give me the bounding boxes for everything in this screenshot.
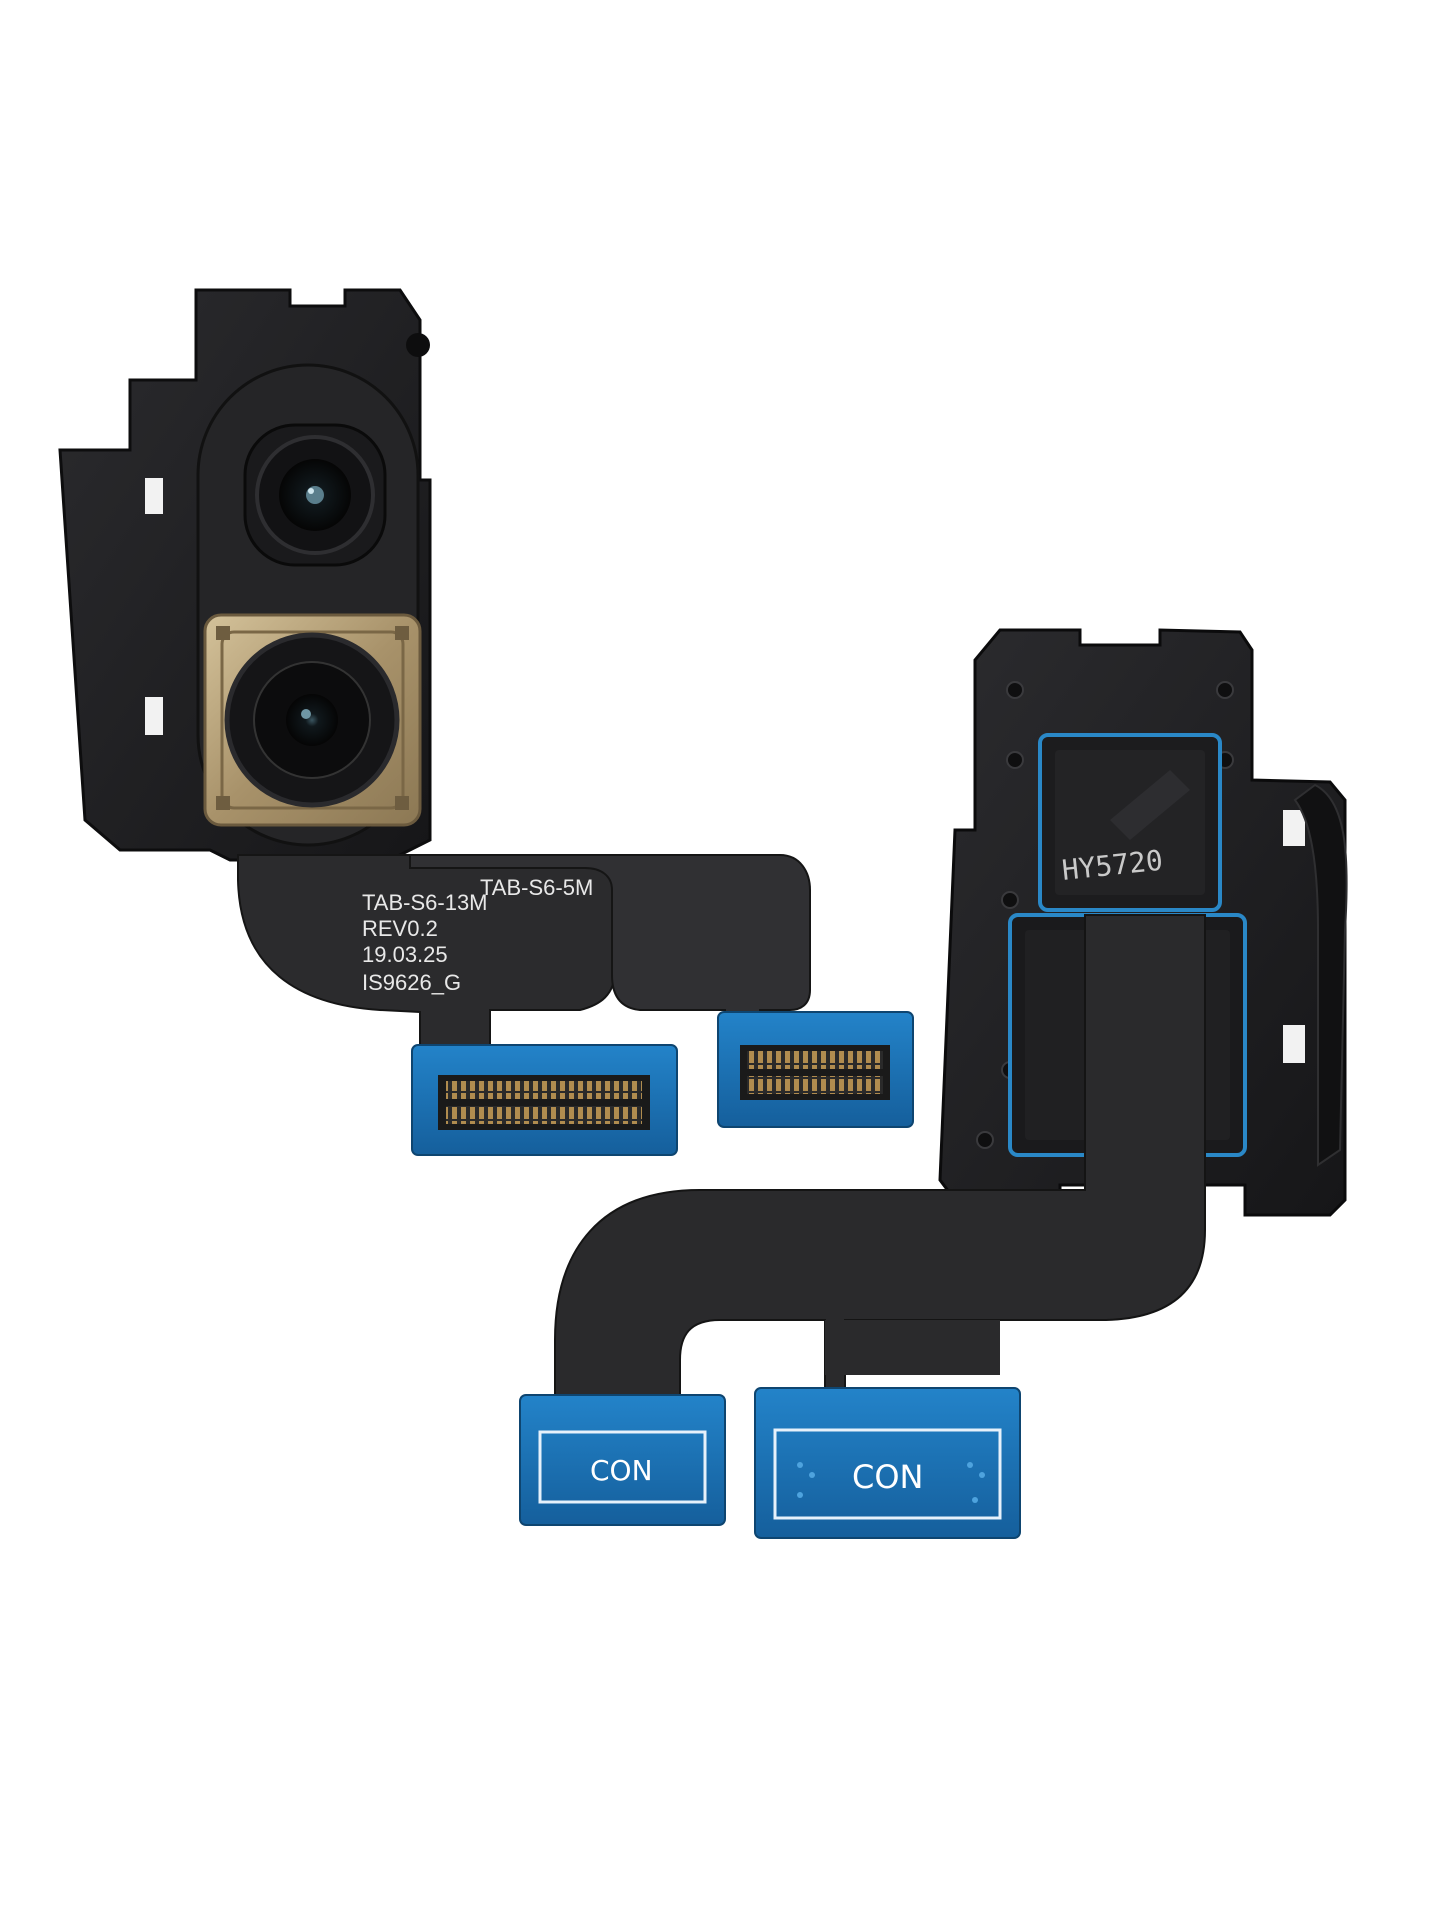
lens-13m [203,613,422,827]
right-rail [1293,783,1348,1167]
flex-label-partial: TAB-S6-5M [480,875,593,900]
flex-label-line3: 19.03.25 [362,942,448,967]
right-connector-a: CON [519,1394,726,1526]
flex-label-line1: TAB-S6-13M [362,890,488,915]
camera-module-right: HY5720 CON CON [519,628,1348,1539]
connector-a-label: CON [590,1454,653,1487]
right-slot-top [1283,810,1305,846]
flex-label-line4: IS9626_G [362,970,461,995]
connector-b-label: CON [852,1458,923,1496]
left-connector-b [717,1011,914,1128]
left-mount-hole [406,333,430,357]
right-flex-tail [825,1320,1000,1375]
sensor-package-upper [1038,733,1222,912]
right-connector-b: CON [754,1387,1021,1539]
left-connector-a [411,1044,678,1156]
left-slot-bottom [145,697,163,735]
right-slot-bottom [1283,1025,1305,1063]
connector-b-dots [797,1462,985,1503]
flex-label-line2: REV0.2 [362,916,438,941]
camera-module-left: TAB-S6-5M TAB-S6-13M REV0.2 19.03.25 IS9… [58,288,914,1156]
right-flex-cable [554,914,1206,1406]
lens-5m [243,423,387,567]
left-slot-top [145,478,163,514]
